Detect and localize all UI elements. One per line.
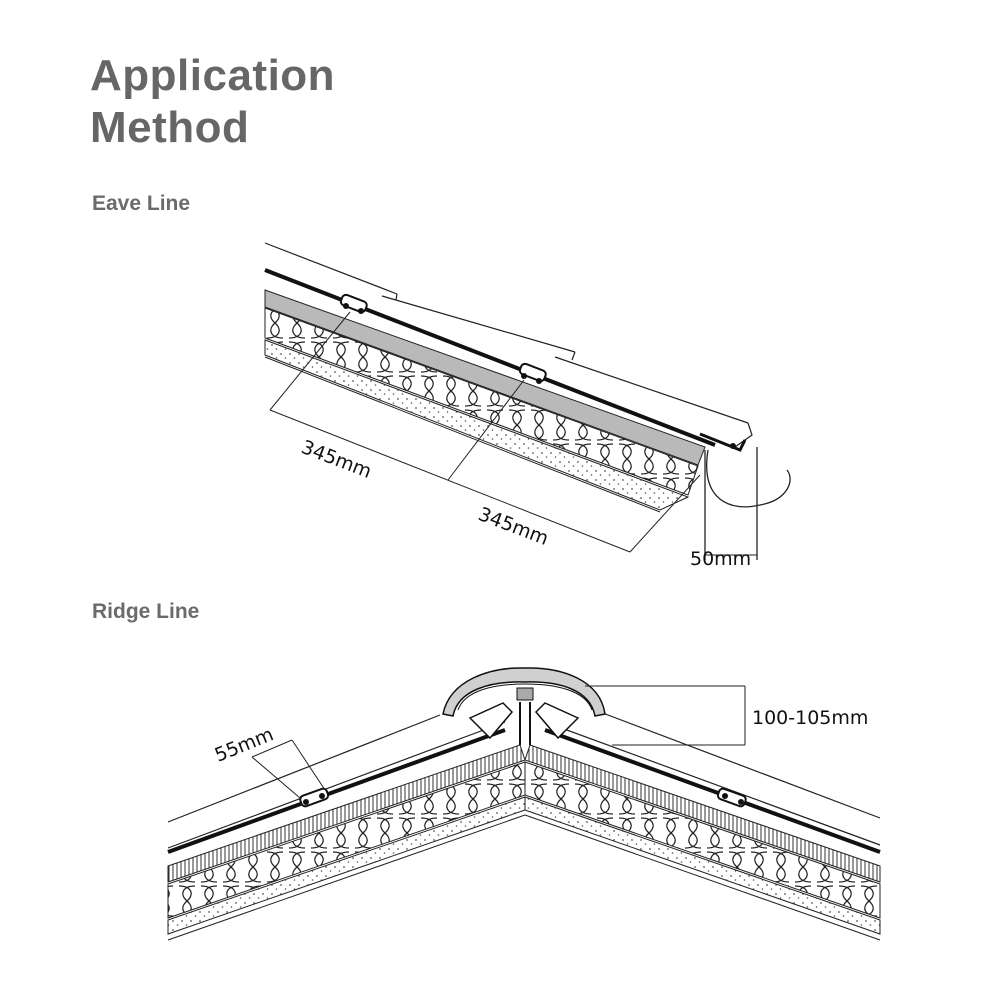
- eave-dim-label-1: 345mm: [298, 436, 374, 483]
- page-title: Application Method: [90, 50, 335, 154]
- eave-gutter: [704, 447, 791, 560]
- ridge-right-tile-courses: [544, 711, 881, 846]
- ridge-clip-right: [716, 787, 747, 808]
- ridge-dim-label-clip: 55mm: [212, 723, 277, 766]
- page-title-line-1: Application: [90, 51, 336, 100]
- eave-dim-label-2: 345mm: [475, 503, 551, 550]
- ridge-left-batten-rail: [167, 728, 506, 854]
- eave-batten-rail: [264, 268, 716, 447]
- page-title-line-2: Method: [90, 103, 250, 152]
- eave-edge-hook: [699, 432, 747, 452]
- eave-deck-board: [264, 339, 690, 511]
- eave-diagram: 345mm 345mm 50mm: [264, 242, 791, 570]
- eave-tile-courses: [264, 242, 753, 448]
- eave-dim-label-overhang: 50mm: [690, 548, 751, 570]
- ridge-right-batten-rail: [544, 728, 881, 854]
- ridge-clip-left: [299, 787, 330, 808]
- ridge-cap: [442, 667, 606, 745]
- ridge-right-membrane: [524, 744, 881, 883]
- eave-clip-2: [518, 362, 547, 384]
- ridge-diagram: 55mm 100-105mm: [167, 667, 881, 941]
- ridge-dimension-lines: [251, 685, 746, 799]
- eave-underlay-membrane: [264, 289, 706, 466]
- eave-dimension-lines: [269, 311, 757, 556]
- ridge-right-deck: [524, 796, 881, 935]
- ridge-line-heading: Ridge Line: [92, 600, 200, 623]
- eave-clip-1: [339, 293, 368, 314]
- eave-insulation: [264, 307, 699, 496]
- ridge-left-tile-courses: [167, 714, 506, 849]
- eave-line-heading: Eave Line: [92, 192, 191, 215]
- ridge-right-insulation: [524, 761, 881, 919]
- ridge-dim-label-gap: 100-105mm: [752, 707, 868, 729]
